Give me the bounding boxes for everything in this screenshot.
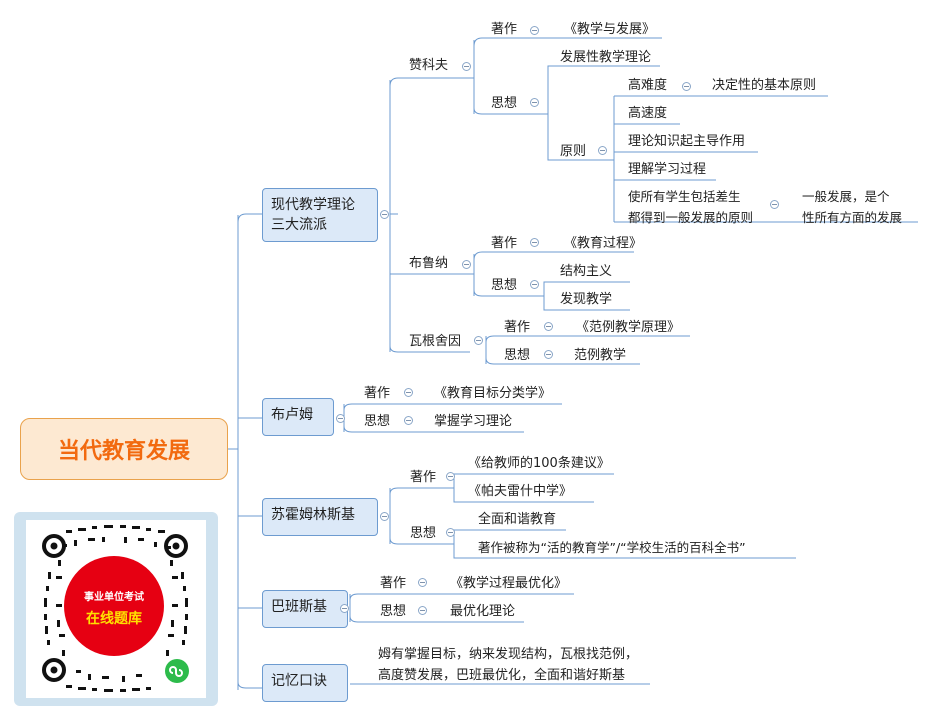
branch-modern-teaching-theory[interactable]: 现代教学理论 三大流派: [262, 188, 378, 242]
node-sukhomlinsky-thought-label[interactable]: 思想: [410, 526, 437, 541]
node-general-development-note[interactable]: 一般发展，是个 性所有方面的发展: [802, 189, 903, 225]
node-bruner-works-label[interactable]: 著作: [491, 236, 518, 251]
node-pavlysh-school[interactable]: 《帕夫雷什中学》: [468, 484, 573, 499]
collapse-toggle-icon[interactable]: [404, 388, 413, 397]
collapse-toggle-icon[interactable]: [404, 416, 413, 425]
collapse-toggle-icon[interactable]: [682, 82, 691, 91]
collapse-toggle-icon[interactable]: [530, 98, 539, 107]
node-100-suggestions[interactable]: 《给教师的100条建议》: [468, 456, 610, 471]
node-harmonious-education[interactable]: 全面和谐教育: [478, 512, 557, 527]
node-principle-theory-leading[interactable]: 理论知识起主导作用: [628, 134, 746, 149]
node-zankov-thought-label[interactable]: 思想: [491, 96, 518, 111]
collapse-toggle-icon[interactable]: [380, 210, 389, 219]
branch-sukhomlinsky[interactable]: 苏霍姆林斯基: [262, 498, 378, 536]
collapse-toggle-icon[interactable]: [446, 528, 455, 537]
collapse-toggle-icon[interactable]: [340, 604, 349, 613]
node-babansky-works-label[interactable]: 著作: [380, 576, 407, 591]
node-principle-high-speed[interactable]: 高速度: [628, 106, 668, 121]
node-sukhomlinsky-works-label[interactable]: 著作: [410, 470, 437, 485]
node-discovery-teaching[interactable]: 发现教学: [560, 292, 613, 307]
collapse-toggle-icon[interactable]: [446, 472, 455, 481]
collapse-toggle-icon[interactable]: [544, 350, 553, 359]
branch-babansky[interactable]: 巴班斯基: [262, 590, 348, 628]
node-paradigm-teaching[interactable]: 范例教学: [574, 348, 627, 363]
qr-pattern: [42, 525, 188, 692]
node-zankov-principles-label[interactable]: 原则: [560, 144, 587, 159]
node-living-pedagogy[interactable]: 著作被称为“活的教育学”/“学校生活的百科全书”: [478, 540, 746, 555]
collapse-toggle-icon[interactable]: [336, 414, 345, 423]
collapse-toggle-icon[interactable]: [530, 26, 539, 35]
node-zankov-works-label[interactable]: 著作: [491, 22, 518, 37]
node-bruner-works[interactable]: 《教育过程》: [564, 236, 643, 251]
node-wagenschein[interactable]: 瓦根舍因: [409, 334, 462, 349]
collapse-toggle-icon[interactable]: [462, 260, 471, 269]
qr-badge-line1: 事业单位考试: [84, 592, 144, 603]
node-wagenschein-thought-label[interactable]: 思想: [504, 348, 531, 363]
node-optimization-theory[interactable]: 最优化理论: [450, 604, 516, 619]
node-wagenschein-works-label[interactable]: 著作: [504, 320, 531, 335]
root-node[interactable]: 当代教育发展: [20, 418, 228, 480]
node-wagenschein-works[interactable]: 《范例教学原理》: [576, 320, 681, 335]
collapse-toggle-icon[interactable]: [380, 512, 389, 521]
mini-program-code[interactable]: 事业单位考试 在线题库: [26, 520, 206, 698]
node-principle-high-difficulty[interactable]: 高难度: [628, 78, 668, 93]
collapse-toggle-icon[interactable]: [474, 336, 483, 345]
node-mastery-learning[interactable]: 掌握学习理论: [434, 414, 513, 429]
collapse-toggle-icon[interactable]: [598, 146, 607, 155]
node-bruner-thought-label[interactable]: 思想: [491, 278, 518, 293]
node-babansky-works[interactable]: 《教学过程最优化》: [450, 576, 568, 591]
collapse-toggle-icon[interactable]: [462, 62, 471, 71]
node-principle-understand-process[interactable]: 理解学习过程: [628, 162, 707, 177]
collapse-toggle-icon[interactable]: [418, 578, 427, 587]
node-principle-high-difficulty-note[interactable]: 决定性的基本原则: [712, 78, 817, 93]
branch-bloom[interactable]: 布卢姆: [262, 398, 334, 436]
node-principle-general-development[interactable]: 使所有学生包括差生 都得到一般发展的原则: [628, 189, 754, 225]
node-bloom-works[interactable]: 《教育目标分类学》: [434, 386, 552, 401]
mini-program-code-card[interactable]: 事业单位考试 在线题库: [14, 512, 218, 706]
node-zankov[interactable]: 赞科夫: [409, 58, 449, 73]
qr-badge-line2: 在线题库: [86, 611, 142, 627]
node-bloom-thought-label[interactable]: 思想: [364, 414, 391, 429]
node-bloom-works-label[interactable]: 著作: [364, 386, 391, 401]
node-zankov-works[interactable]: 《教学与发展》: [564, 22, 656, 37]
mini-program-logo-icon: [165, 659, 189, 683]
node-babansky-thought-label[interactable]: 思想: [380, 604, 407, 619]
collapse-toggle-icon[interactable]: [770, 200, 779, 209]
collapse-toggle-icon[interactable]: [418, 606, 427, 615]
collapse-toggle-icon[interactable]: [544, 322, 553, 331]
node-mnemonic-text[interactable]: 姆有掌握目标，纳来发现结构，瓦根找范例， 高度赞发展，巴班最优化，全面和谐好斯基: [378, 647, 639, 683]
collapse-toggle-icon[interactable]: [530, 238, 539, 247]
collapse-toggle-icon[interactable]: [530, 280, 539, 289]
node-bruner[interactable]: 布鲁纳: [409, 256, 449, 271]
node-structuralism[interactable]: 结构主义: [560, 264, 613, 279]
branch-mnemonic[interactable]: 记忆口诀: [262, 664, 348, 702]
node-developmental-teaching-theory[interactable]: 发展性教学理论: [560, 50, 652, 65]
